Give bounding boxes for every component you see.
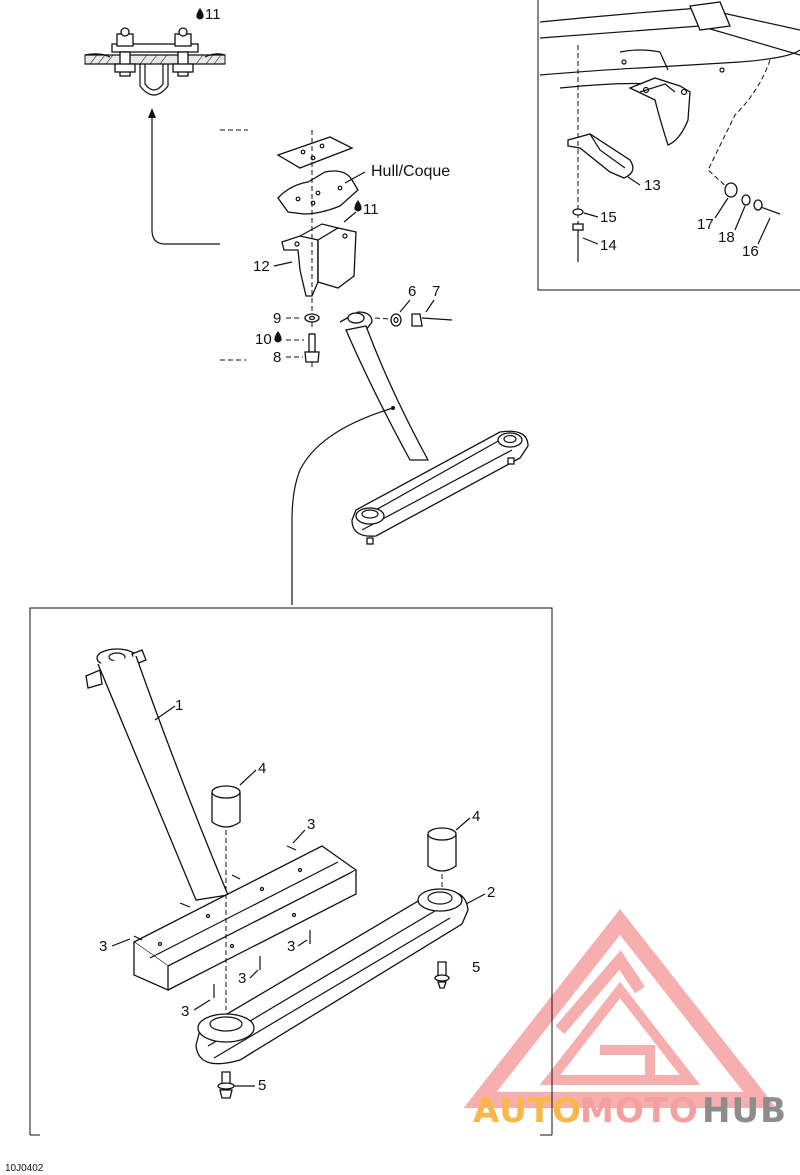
watermark-logo	[463, 909, 777, 1108]
watermark-text: AUTO MOTO HUB	[473, 1091, 787, 1131]
watermark-hub: HUB	[702, 1091, 787, 1131]
label-2: 2	[487, 884, 495, 901]
label-6: 6	[408, 283, 416, 300]
label-3-b: 3	[99, 938, 107, 955]
drop-icon	[354, 200, 362, 212]
mount-detail-inset	[537, 0, 800, 291]
label-1: 1	[175, 697, 183, 714]
label-10: 10	[255, 331, 272, 348]
label-15: 15	[600, 209, 617, 226]
label-3-d: 3	[238, 970, 246, 987]
figure-code: 10J0402	[5, 1163, 44, 1174]
label-8: 8	[273, 349, 281, 366]
label-17: 17	[697, 216, 714, 233]
watermark-auto: AUTO	[473, 1091, 582, 1131]
label-4-right: 4	[472, 808, 480, 825]
reference-arrow	[151, 112, 220, 245]
label-3-a: 3	[307, 816, 315, 833]
label-5-bottom: 5	[258, 1077, 266, 1094]
leg-assembly-small	[339, 311, 529, 545]
label-18: 18	[718, 229, 735, 246]
label-hull: Hull/Coque	[371, 163, 450, 180]
washer-bolt-6-7	[374, 313, 453, 327]
label-3-e: 3	[181, 1003, 189, 1020]
watermark-moto: MOTO	[580, 1091, 699, 1131]
leg-detail-frame	[29, 607, 553, 1136]
mount-stack	[276, 130, 359, 368]
label-13: 13	[644, 177, 661, 194]
hull-section-detail	[84, 27, 226, 96]
label-14: 14	[600, 237, 617, 254]
leg-assembly-large	[85, 648, 469, 1099]
label-4-left: 4	[258, 760, 266, 777]
label-5-right: 5	[472, 959, 480, 976]
label-16: 16	[742, 243, 759, 260]
label-11-top: 11	[205, 6, 221, 23]
label-11-mid: 11	[363, 201, 379, 218]
label-3-c: 3	[287, 938, 295, 955]
drop-icon	[196, 8, 204, 20]
label-12: 12	[253, 258, 270, 275]
label-9: 9	[273, 310, 281, 327]
label-7: 7	[432, 283, 440, 300]
drop-icon	[274, 331, 282, 343]
